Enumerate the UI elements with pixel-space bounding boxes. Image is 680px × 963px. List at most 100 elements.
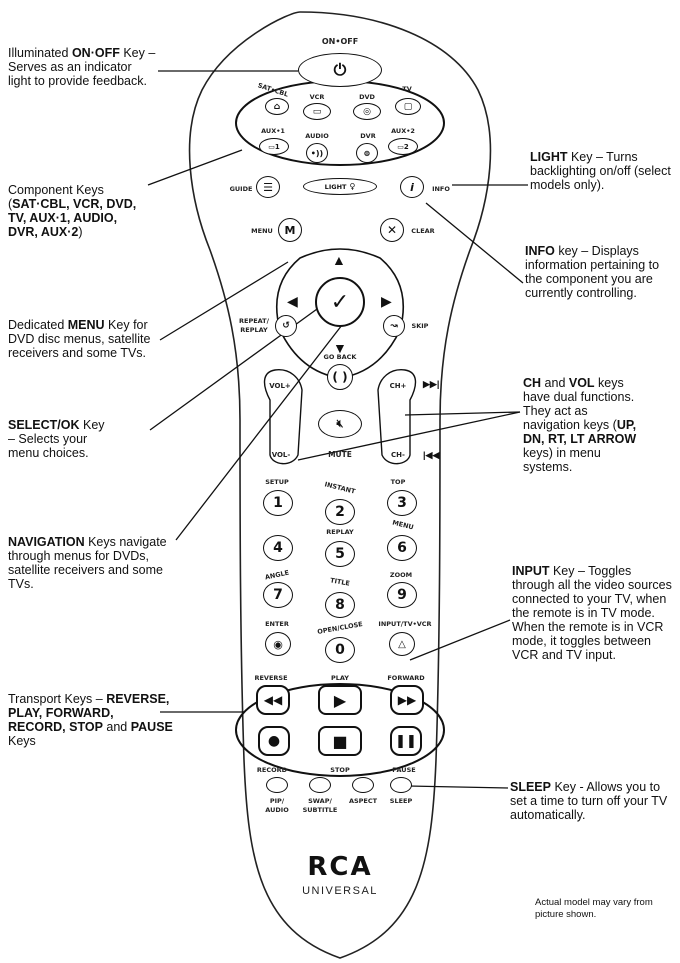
repeat-label: REPEAT/REPLAY	[239, 317, 269, 334]
mute-label: MUTE	[328, 450, 352, 459]
leader-component	[147, 149, 243, 186]
down-arrow-button[interactable]: ▼	[333, 340, 347, 356]
annotation-menu: Dedicated MENU Key for DVD disc menus, s…	[8, 318, 151, 360]
sleep-button[interactable]	[390, 777, 412, 793]
repeat-replay-button[interactable]: ↺	[275, 315, 297, 337]
menu-label: MENU	[251, 227, 273, 235]
sleep-label: SLEEP	[389, 797, 413, 805]
zoom-label: ZOOM	[389, 571, 413, 579]
menu-button[interactable]: M	[278, 218, 302, 242]
universal-label: UNIVERSAL	[302, 885, 378, 897]
leader-vol	[297, 411, 521, 461]
go-back-button[interactable]: ( )	[327, 364, 353, 390]
ch-rocker	[377, 369, 417, 465]
play-button[interactable]: ▶	[318, 685, 362, 715]
clear-button[interactable]: ✕	[380, 218, 404, 242]
sat-cbl-button[interactable]: ⌂	[265, 98, 289, 115]
leader-menu	[159, 261, 289, 341]
annotation-input: INPUT Key – Toggles through all the vide…	[512, 564, 672, 662]
dvd-button[interactable]: ◎	[353, 103, 381, 120]
tv-button[interactable]: ▢	[395, 98, 421, 115]
aspect-button[interactable]	[352, 777, 374, 793]
mute-button[interactable]: 🔇︎	[318, 410, 362, 438]
vcr-label: VCR	[309, 93, 325, 101]
light-button[interactable]: LIGHT ♀	[303, 178, 377, 195]
play-label: PLAY	[330, 674, 350, 682]
aux1-button[interactable]: ▭1	[259, 138, 289, 155]
fast-forward-icon: ▶▶|	[423, 379, 440, 389]
digit-3-button[interactable]: 3	[387, 490, 417, 516]
leader-info	[425, 202, 524, 284]
audio-button[interactable]: •))	[306, 143, 328, 163]
aux2-button[interactable]: ▭2	[388, 138, 418, 155]
annotation-navigation: NAVIGATION Keys navigate through menus f…	[8, 535, 167, 591]
digit-1-button[interactable]: 1	[263, 490, 293, 516]
annotation-chvol: CH and VOL keys have dual functions. The…	[523, 376, 637, 474]
stop-button[interactable]: ■	[318, 726, 362, 756]
aspect-label: ASPECT	[348, 797, 378, 805]
rca-logo: RCA	[307, 852, 373, 882]
pip-audio-button[interactable]	[266, 777, 288, 793]
skip-label: SKIP	[411, 322, 429, 330]
pip-audio-label: PIP/AUDIO	[265, 797, 289, 814]
onoff-button[interactable]: ⏻	[298, 53, 382, 87]
aux2-icon: ▭2	[397, 142, 409, 151]
swap-subtitle-button[interactable]	[309, 777, 331, 793]
aux1-icon: ▭1	[268, 142, 280, 151]
replay-icon: ↺	[282, 321, 290, 331]
digit-7-button[interactable]: 7	[263, 582, 293, 608]
input-button[interactable]: △	[389, 632, 415, 656]
go-back-icon: ( )	[332, 370, 348, 384]
digit-0-button[interactable]: 0	[325, 637, 355, 663]
annotation-sleep: SLEEP Key - Allows you to set a time to …	[510, 780, 668, 822]
satellite-icon: ⌂	[273, 101, 281, 112]
digit-9-button[interactable]: 9	[387, 582, 417, 608]
forward-button[interactable]: ▶▶	[390, 685, 424, 715]
onoff-label: ON•OFF	[321, 37, 359, 46]
digit-8-button[interactable]: 8	[325, 592, 355, 618]
forward-button-icon: ▶▶	[397, 693, 417, 707]
digit-6-button[interactable]: 6	[387, 535, 417, 561]
input-triangle-icon: △	[398, 638, 406, 650]
tv-label: TV	[402, 85, 412, 93]
rewind-icon: |◀◀	[423, 450, 440, 460]
left-arrow-button[interactable]: ◀	[287, 293, 298, 309]
record-button[interactable]: ●	[258, 726, 290, 756]
ch-plus-button[interactable]: CH+	[389, 382, 407, 390]
dvr-button[interactable]: ⊜	[356, 143, 378, 163]
record-icon: ●	[267, 733, 281, 749]
ch-minus-button[interactable]: CH-	[391, 451, 405, 459]
vol-plus-button[interactable]: VOL+	[269, 382, 291, 390]
rewind-button-icon: ◀◀	[263, 693, 283, 707]
pause-button[interactable]: ❚❚	[390, 726, 422, 756]
annotation-component: Component Keys (SAT·CBL, VCR, DVD, TV, A…	[8, 183, 137, 239]
info-button[interactable]: i	[400, 176, 424, 198]
vol-minus-button[interactable]: VOL-	[271, 451, 291, 459]
vol-rocker	[263, 369, 303, 465]
reverse-button[interactable]: ◀◀	[256, 685, 290, 715]
digit-2-button[interactable]: 2	[325, 499, 355, 525]
guide-button[interactable]: ☰	[256, 176, 280, 198]
dvr-label: DVR	[360, 132, 376, 140]
enter-button[interactable]: ◉	[265, 632, 291, 656]
leader-ch	[404, 411, 521, 416]
skip-button[interactable]: ↝	[383, 315, 405, 337]
right-arrow-button[interactable]: ▶	[381, 293, 392, 309]
audio-icon: •))	[310, 148, 324, 158]
select-ok-button[interactable]: ✓	[315, 277, 365, 327]
pause-icon: ❚❚	[395, 733, 417, 749]
record-label: RECORD	[256, 766, 288, 774]
vcr-button[interactable]: ▭	[303, 103, 331, 120]
clear-label: CLEAR	[411, 227, 435, 235]
vcr-icon: ▭	[312, 106, 322, 117]
annotation-select: SELECT/OK Key – Selects your menu choice…	[8, 418, 105, 460]
digit-4-button[interactable]: 4	[263, 535, 293, 561]
go-back-label: GO BACK	[323, 353, 357, 361]
info-label: INFO	[432, 185, 450, 193]
skip-icon: ↝	[390, 321, 398, 331]
light-label: LIGHT	[324, 182, 347, 191]
digit-5-button[interactable]: 5	[325, 541, 355, 567]
up-arrow-button[interactable]: ▲	[332, 252, 346, 268]
leader-navigation	[175, 324, 343, 541]
tv-icon: ▢	[403, 101, 413, 112]
